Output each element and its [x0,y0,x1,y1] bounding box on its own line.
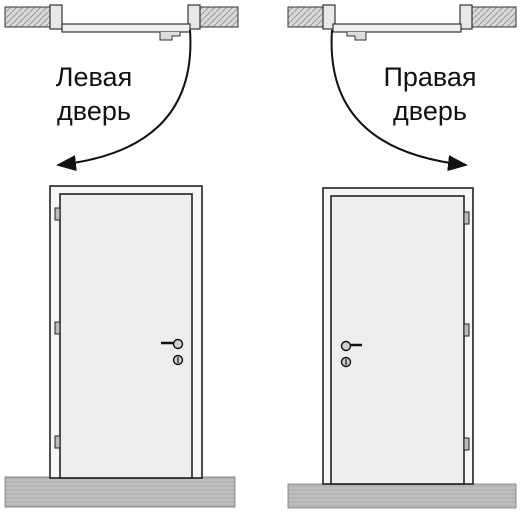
right-swing-arc [330,29,468,172]
right-hinge [463,437,470,451]
left-door-leaf [59,193,193,479]
right-jamb-block [322,4,336,30]
right-door-leaf [330,195,465,485]
left-door-elevation [4,185,236,508]
right-wall-segment-inner [465,6,517,28]
left-hinge [54,207,61,221]
left-door-label-line1: Левая [55,62,133,92]
left-floor [4,476,236,508]
right-floor [287,483,517,509]
left-hinge [54,435,61,449]
right-jamb-block [459,4,473,30]
left-door-label-line2: дверь [57,96,131,126]
left-jamb-block [187,4,201,30]
right-plan-view [287,4,517,172]
right-door-label-line2: дверь [393,96,467,126]
left-door-leaf-plan [61,23,191,33]
right-handle-plan [346,32,367,41]
left-plan-view [4,4,239,172]
right-door-leaf-plan [332,23,462,33]
right-door-elevation [287,187,517,509]
left-jamb-block [49,4,63,30]
left-hinge [54,321,61,335]
right-door-label-line1: Правая [383,62,477,92]
left-swing-arc [56,29,192,172]
right-hinge [463,211,470,225]
left-handle-plan [159,32,181,41]
right-hinge [463,323,470,337]
left-door-label: Левая дверь [34,60,154,128]
left-handle-rosette [172,338,184,350]
right-door-label: Правая дверь [370,60,490,128]
right-handle-rosette [340,340,352,352]
